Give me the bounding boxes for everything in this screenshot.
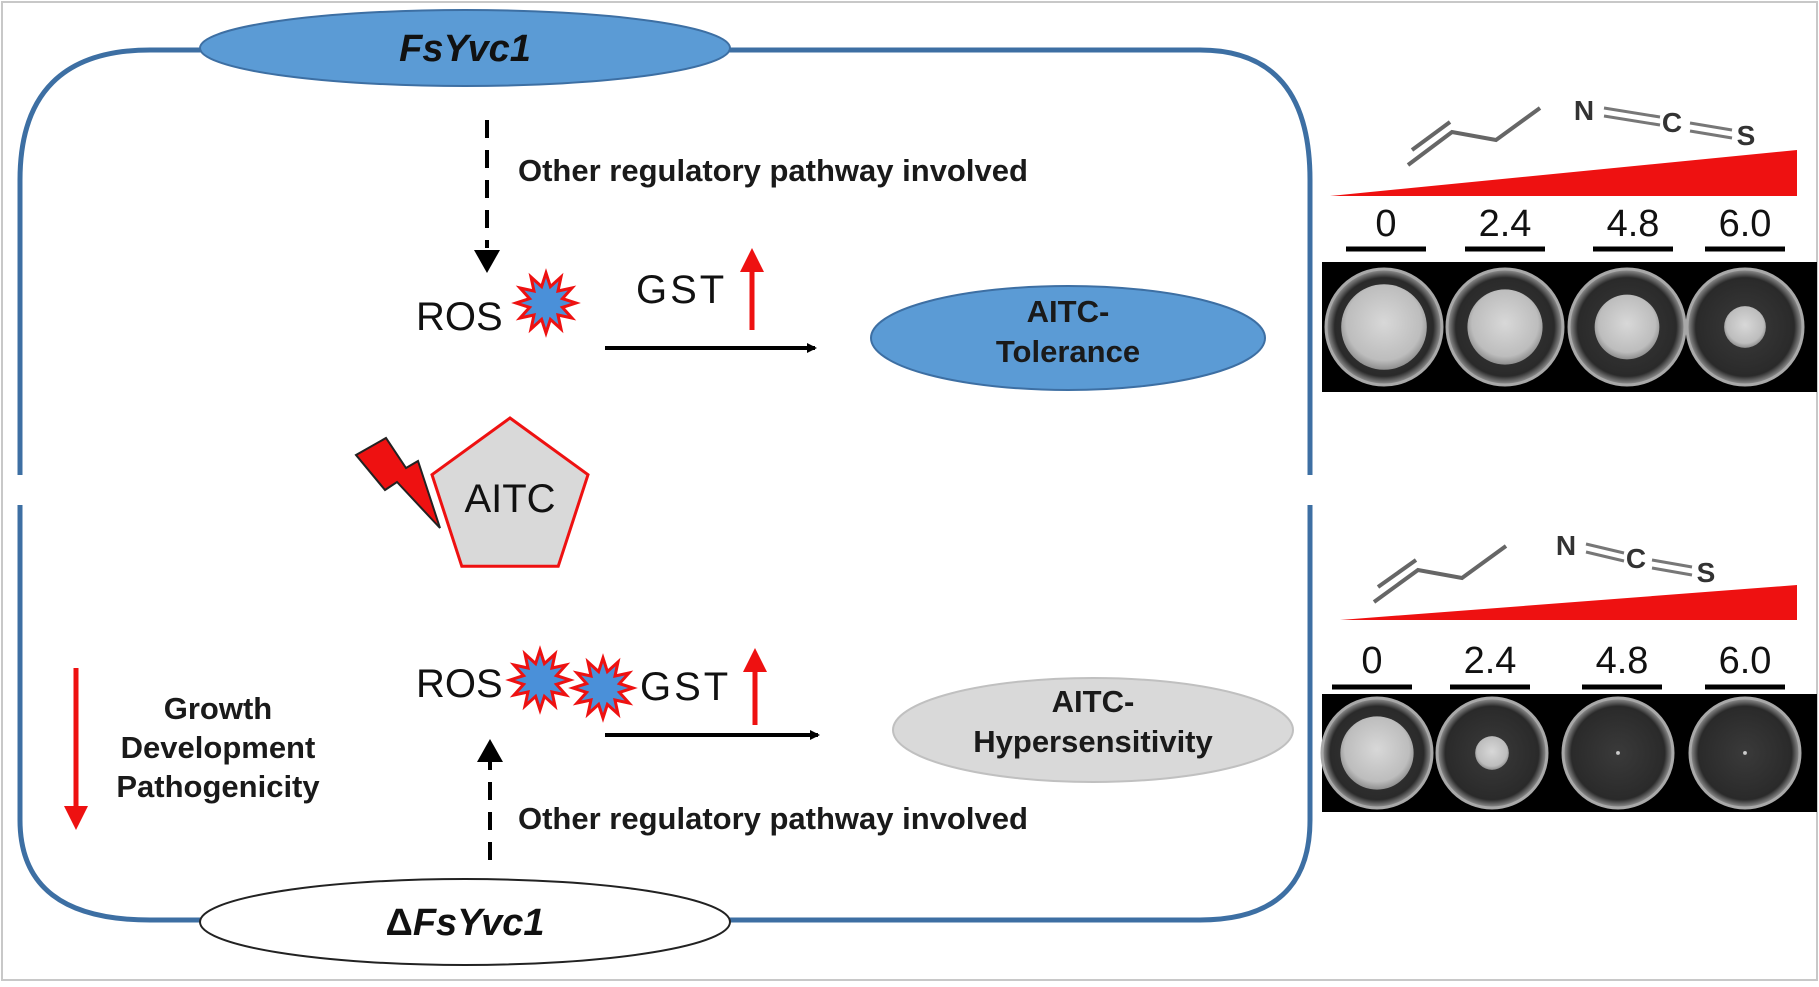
top-fungal-colony	[1594, 294, 1660, 360]
regulatory-arrowhead-wildtype	[474, 250, 500, 273]
bottom-fungal-colony	[1743, 751, 1747, 755]
bottom-fungal-colony	[1616, 751, 1620, 755]
atom-n-top: N	[1574, 95, 1594, 126]
top-concentration-label: 6.0	[1719, 203, 1772, 245]
bond-cs-top-b	[1689, 129, 1733, 140]
aitc-structure-chain-top	[1406, 106, 1542, 167]
aitc-structure-double-bond-top	[1410, 120, 1452, 152]
outcome-line1-wildtype: AITC-	[1027, 294, 1110, 329]
phenotype-down-arrowhead	[64, 806, 88, 830]
ros-label-wildtype: ROS	[416, 295, 503, 339]
cell-membrane-top	[17, 47, 1313, 475]
top-concentration-label: 4.8	[1607, 203, 1660, 245]
bottom-concentration-label: 6.0	[1719, 640, 1772, 682]
lightning-bolt-icon	[354, 436, 441, 529]
cell-membrane-bottom	[17, 505, 1313, 923]
atom-s-top: S	[1737, 120, 1756, 151]
bottom-concentration-label: 2.4	[1464, 640, 1517, 682]
concentration-wedge-bottom	[1340, 585, 1797, 620]
gene-node-mutant	[199, 878, 731, 966]
concentration-labels-top: 0 2.4 4.8 6.0	[1346, 203, 1785, 252]
gst-up-arrowhead-mutant	[743, 648, 767, 672]
concentration-wedge-top	[1330, 150, 1797, 196]
bond-nc-bottom-a	[1585, 542, 1625, 555]
phenotype-pathogenicity: Pathogenicity	[116, 769, 320, 804]
bottom-fungal-colony	[1340, 716, 1414, 790]
aitc-compound-label: AITC	[464, 477, 555, 521]
outcome-line1-mutant: AITC-	[1052, 684, 1135, 719]
top-concentration-label: 2.4	[1479, 203, 1532, 245]
bottom-fungal-colony	[1475, 736, 1509, 770]
atom-n-bottom: N	[1556, 530, 1576, 561]
outcome-line2-wildtype: Tolerance	[996, 334, 1140, 369]
concentration-labels-bottom: 0 2.4 4.8 6.0	[1332, 640, 1785, 690]
bond-nc-top-b	[1603, 114, 1661, 127]
bond-cs-top-a	[1689, 121, 1733, 132]
phenotype-development: Development	[121, 730, 316, 765]
gst-label-wildtype: GST	[636, 268, 727, 312]
aitc-compound-node	[430, 416, 590, 568]
atom-s-bottom: S	[1697, 557, 1716, 588]
ros-burst-icon	[511, 268, 581, 338]
bond-cs-bottom-a	[1651, 558, 1693, 569]
pathway-text-mutant: Other regulatory pathway involved	[518, 801, 1028, 836]
aitc-structure-double-bond-bottom	[1376, 558, 1418, 589]
top-fungal-colony	[1341, 284, 1427, 370]
gene-label-mutant: ΔFsYvc1	[386, 902, 545, 944]
bottom-concentration-label: 4.8	[1596, 640, 1649, 682]
plates-top	[1324, 267, 1805, 387]
outcome-line2-mutant: Hypersensitivity	[973, 724, 1213, 759]
bond-nc-top-a	[1603, 106, 1661, 119]
gst-up-arrowhead-wildtype	[740, 248, 764, 272]
regulatory-arrowhead-mutant	[477, 739, 503, 762]
gene-label-wildtype: FsYvc1	[399, 28, 531, 70]
bottom-concentration-label: 0	[1361, 640, 1382, 682]
bond-cs-bottom-b	[1651, 566, 1693, 577]
phenotype-growth: Growth	[164, 691, 273, 726]
ros-label-mutant: ROS	[416, 662, 503, 706]
outcome-node-hypersensitivity	[892, 677, 1294, 783]
top-fungal-colony	[1467, 289, 1543, 365]
plates-bottom	[1320, 696, 1802, 810]
top-concentration-label: 0	[1375, 203, 1396, 245]
pathway-text-wildtype: Other regulatory pathway involved	[518, 153, 1028, 188]
outcome-node-tolerance	[870, 285, 1266, 391]
gene-node-wildtype	[199, 9, 731, 87]
bond-nc-bottom-b	[1585, 550, 1625, 563]
atom-c-bottom: C	[1626, 543, 1646, 574]
ros-burst-icon	[505, 645, 575, 715]
top-fungal-colony	[1724, 306, 1766, 348]
aitc-structure-chain-bottom	[1372, 544, 1508, 604]
delta-symbol: Δ	[386, 902, 413, 944]
gst-label-mutant: GST	[640, 665, 731, 709]
gene-name-mutant: FsYvc1	[413, 902, 545, 944]
ros-burst-icon	[568, 653, 638, 723]
atom-c-top: C	[1662, 107, 1682, 138]
